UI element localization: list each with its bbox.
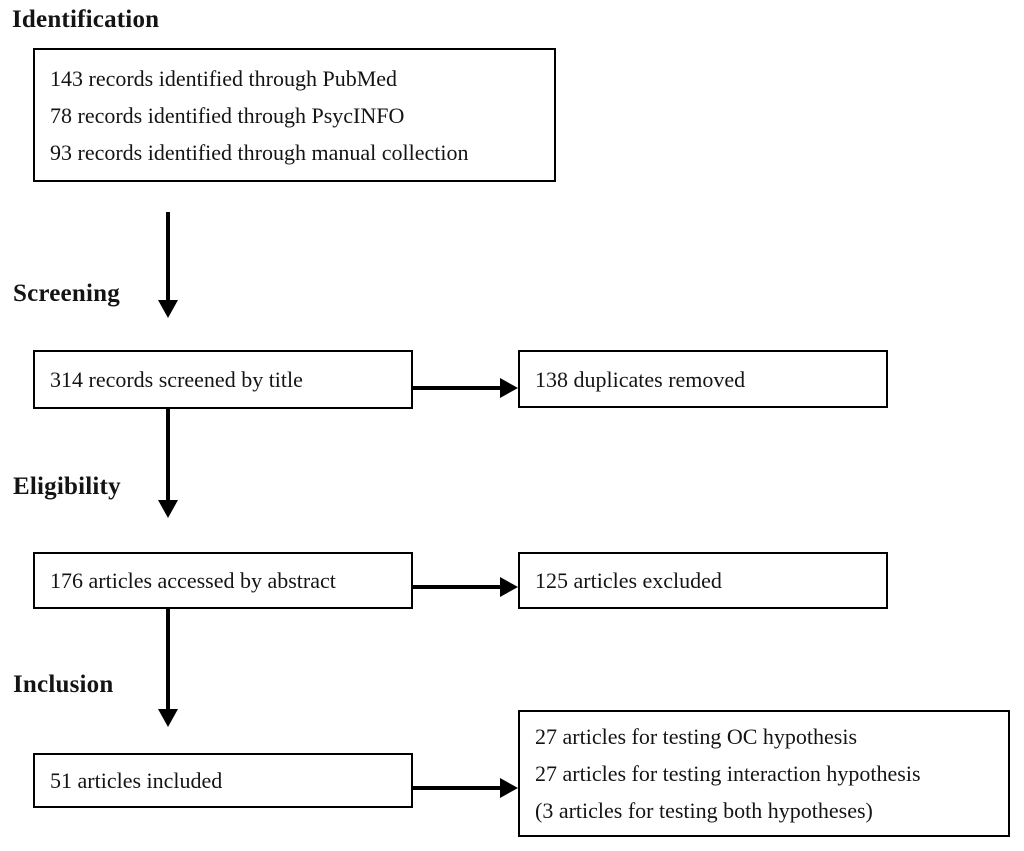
arrow-right-icon — [413, 585, 500, 589]
arrow-down-icon — [166, 409, 170, 500]
stage-label-identification: Identification — [12, 6, 160, 33]
arrow-right-icon — [413, 786, 500, 790]
articles-abstract-text: 176 articles accessed by abstract — [50, 568, 336, 593]
articles-excluded-text: 125 articles excluded — [535, 568, 722, 593]
stage-label-eligibility: Eligibility — [13, 473, 121, 500]
box-hypothesis-articles: 27 articles for testing OC hypothesis 27… — [518, 710, 1010, 837]
records-screened-text: 314 records screened by title — [50, 367, 303, 392]
records-psycinfo-text: 78 records identified through PsycINFO — [50, 102, 405, 128]
records-pubmed-text: 143 records identified through PubMed — [50, 65, 398, 91]
oc-hypothesis-text: 27 articles for testing OC hypothesis — [535, 724, 858, 749]
box-articles-excluded: 125 articles excluded — [518, 552, 888, 609]
stage-label-screening: Screening — [13, 280, 120, 307]
both-hypotheses-text: (3 articles for testing both hypotheses) — [535, 798, 873, 823]
box-articles-abstract: 176 articles accessed by abstract — [33, 552, 413, 609]
duplicates-removed-text: 138 duplicates removed — [535, 366, 746, 392]
box-records-screened: 314 records screened by title — [33, 350, 413, 409]
stage-label-inclusion: Inclusion — [13, 671, 114, 698]
arrow-down-icon — [166, 212, 170, 300]
box-articles-included: 51 articles included — [33, 753, 413, 808]
records-manual-text: 93 records identified through manual col… — [50, 139, 469, 165]
arrow-right-icon — [413, 386, 500, 390]
box-records-identified: 143 records identified through PubMed 78… — [33, 48, 556, 182]
arrow-down-icon — [166, 609, 170, 709]
interaction-hypothesis-text: 27 articles for testing interaction hypo… — [535, 761, 921, 786]
box-duplicates-removed: 138 duplicates removed — [518, 350, 888, 408]
articles-included-text: 51 articles included — [50, 768, 223, 793]
